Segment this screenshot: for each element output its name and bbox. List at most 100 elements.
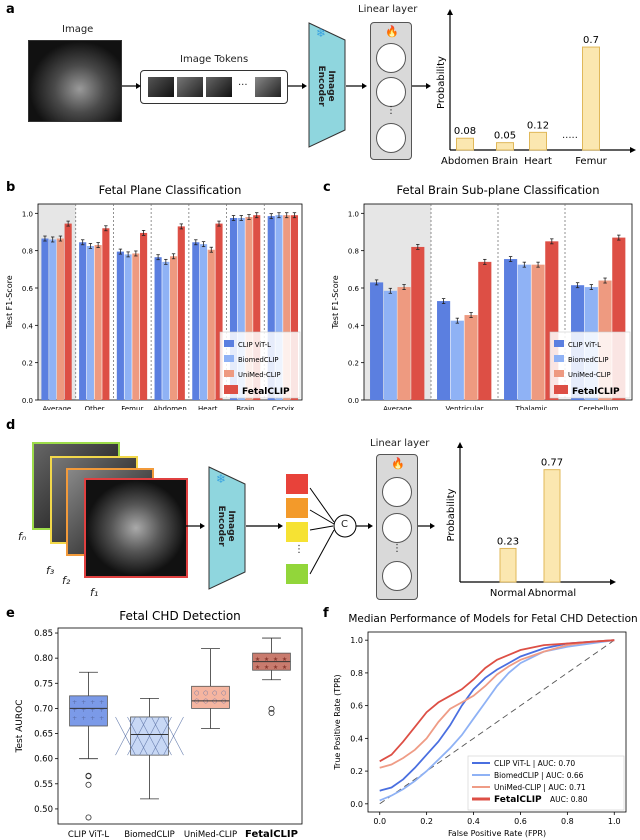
panel-d-connectors (186, 487, 435, 575)
bar (56, 238, 64, 400)
neuron (376, 77, 406, 107)
neuron (382, 513, 412, 543)
category-label: Abnormal (528, 588, 576, 599)
bar-value-label: 0.77 (541, 458, 563, 469)
y-tick-label: 0.2 (350, 767, 363, 776)
box-pattern-mark: + (90, 715, 95, 722)
bar (162, 261, 170, 400)
ellipsis-label: ..... (562, 130, 578, 141)
bar (464, 315, 478, 400)
neuron (376, 43, 406, 73)
bar (64, 223, 72, 400)
bar (517, 264, 531, 400)
token-yellow (286, 522, 308, 542)
legend-label: CLIP ViT-L (568, 341, 601, 349)
box (69, 695, 108, 727)
panel-a-connectors (122, 83, 431, 89)
bar (154, 257, 162, 400)
legend-swatch (554, 370, 564, 377)
y-axis-label: Probability (446, 488, 457, 541)
legend-label: FetalCLIP (494, 795, 542, 805)
image-label: Image (62, 24, 94, 35)
box-pattern-mark: + (90, 699, 95, 706)
bar (49, 239, 57, 400)
x-axis-arrow (630, 147, 636, 153)
panel-label-b: b (6, 180, 16, 195)
panel-label-a: a (6, 2, 15, 17)
x-tick-label: 0.6 (514, 817, 527, 826)
y-tick-label: 0.2 (348, 360, 359, 368)
box-pattern-mark: + (99, 707, 104, 714)
frame-label-1: f₁ (90, 586, 99, 599)
box-pattern-mark: ★ (273, 656, 278, 663)
legend-box (467, 755, 625, 811)
box-pattern-mark: ○ (194, 689, 199, 696)
plot-frame (57, 627, 303, 825)
legend-swatch (224, 340, 234, 347)
category-label: Heart (524, 156, 552, 167)
bar-value-label: 0.08 (454, 126, 476, 137)
bar (245, 217, 253, 400)
chart-title: Median Performance of Models for Fetal C… (348, 613, 637, 625)
outlier (85, 781, 92, 788)
category-label: Femur (121, 405, 143, 410)
bar-value-label: 0.12 (527, 120, 549, 131)
category-label: Heart (198, 405, 218, 410)
category-label: Brain (236, 405, 254, 410)
y-tick-label: 0.85 (34, 629, 53, 639)
box-pattern-mark: ○ (212, 689, 217, 696)
box-pattern-mark: ★ (255, 664, 260, 671)
bar (290, 215, 299, 400)
bar-value-label: 0.05 (494, 131, 516, 142)
category-label: FetalCLIP (245, 829, 298, 840)
category-label: Average (42, 405, 71, 410)
y-tick-label: 0.4 (350, 734, 363, 743)
bar (267, 216, 275, 400)
category-label: Other (85, 405, 105, 410)
bar (170, 256, 178, 400)
brain-subplane-chart: Fetal Brain Sub-plane Classification0.00… (331, 183, 633, 410)
frame-label-n: fₙ (18, 530, 27, 543)
x-tick-label: 1.0 (608, 817, 621, 826)
box-pattern-mark: ★ (264, 656, 269, 663)
image-encoder-block-d (208, 466, 246, 590)
bar (253, 215, 261, 400)
x-axis-arrow (610, 579, 616, 585)
legend-label: FetalCLIP (242, 387, 290, 397)
token-dots: ⋮ (294, 544, 304, 555)
box-pattern-mark: + (81, 707, 86, 714)
bar (79, 242, 87, 400)
box-pattern-mark: ★ (255, 656, 260, 663)
box-pattern-mark: ○ (203, 689, 208, 696)
token-red (286, 474, 308, 494)
box-pattern-mark: + (90, 707, 95, 714)
x-tick-label: 0.2 (420, 817, 433, 826)
bar (124, 254, 132, 400)
category-label: Brain (492, 156, 518, 167)
y-tick-label: 0.70 (34, 704, 53, 714)
y-tick-label: 0.80 (34, 654, 53, 664)
encoder-label-d: Image Encoder (216, 505, 236, 547)
bar (132, 253, 140, 400)
y-tick-label: 0.4 (22, 322, 34, 330)
y-tick-label: 0.8 (22, 248, 33, 256)
category-label: Femur (575, 156, 607, 167)
image-tokens-label: Image Tokens (180, 54, 249, 65)
bar (192, 242, 200, 400)
bar (275, 215, 283, 400)
bar (478, 261, 492, 400)
y-tick-label: 0.75 (34, 679, 53, 689)
legend-swatch (224, 370, 234, 377)
neuron (382, 477, 412, 507)
probability-chart-a: Probability0.08Abdomen0.05Brain0.12Heart… (436, 9, 636, 167)
y-axis-label: Test F1-Score (5, 275, 14, 329)
legend-label: UniMed-CLIP (238, 371, 281, 379)
frame-label-2: f₂ (62, 574, 71, 587)
bar-value-label: 0.7 (583, 35, 599, 46)
legend-label: BiomedCLIP (238, 356, 278, 364)
box-hatch (163, 716, 184, 756)
linear-layer-label-d: Linear layer (370, 438, 430, 449)
prob-bar (496, 142, 514, 151)
bar (229, 218, 238, 400)
